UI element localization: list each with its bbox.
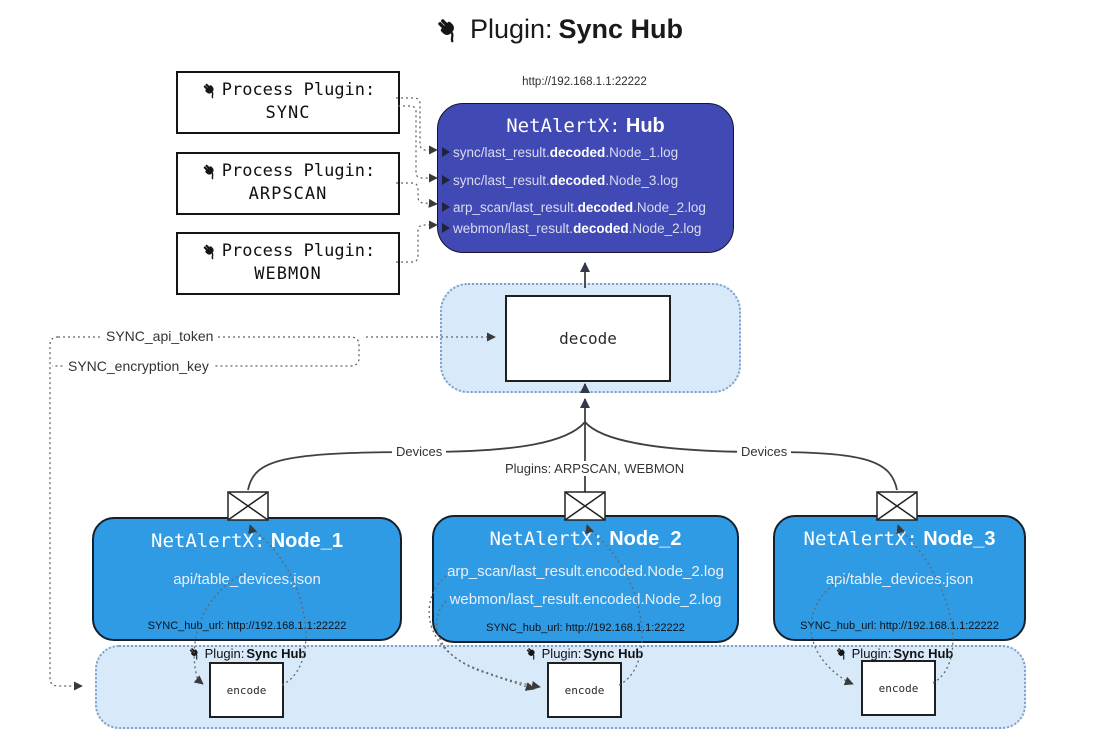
encoder-label-1: Plugin: Sync Hub (188, 646, 307, 661)
page-title: Plugin: Sync Hub (0, 14, 1117, 45)
edge-settings-to-band (49, 336, 83, 691)
plug-icon (188, 646, 203, 661)
plug-icon (201, 81, 220, 100)
plugins-edge-label: Plugins: ARPSCAN, WEBMON (501, 461, 689, 476)
process-plugin-label: Process Plugin: (221, 161, 376, 181)
log-pre: arp_scan/last_result. (453, 199, 578, 215)
log-bold: decoded (573, 220, 629, 236)
encoder-label-2: Plugin: Sync Hub (525, 646, 644, 661)
encoder-label-name: Sync Hub (583, 646, 644, 661)
log-post: .Node_2.log (628, 220, 702, 236)
node-title: NetAlertX: Node_1 (94, 530, 400, 553)
log-post: .Node_1.log (605, 144, 679, 160)
log-post: .Node_3.log (605, 172, 679, 188)
node-hub-url: SYNC_hub_url: http://192.168.1.1:22222 (486, 622, 685, 634)
log-bold: decoded (577, 199, 634, 215)
process-plugin-sync: Process Plugin: SYNC (176, 71, 400, 134)
node-3-box: NetAlertX: Node_3 api/table_devices.json… (773, 515, 1026, 641)
encoder-label-prefix: Plugin: (204, 646, 245, 661)
log-pre: webmon/last_result. (453, 220, 574, 236)
devices-edge-label-right: Devices (737, 444, 792, 459)
node-hub-url: SYNC_hub_url: http://192.168.1.1:22222 (147, 620, 347, 632)
encoder-label-name: Sync Hub (893, 646, 954, 661)
page-title-name: Sync Hub (558, 14, 684, 44)
hub-log-line: arp_scan/last_result.decoded.Node_2.log (442, 198, 706, 216)
edge-webmon-to-log4 (396, 220, 438, 263)
node-file: arp_scan/last_result.encoded.Node_2.log (447, 563, 724, 580)
encode-box-2: encode (547, 662, 622, 718)
log-bold: decoded (549, 144, 606, 160)
plug-icon (201, 242, 220, 261)
sync-encryption-key-label: SYNC_encryption_key (64, 358, 213, 374)
log-bold: decoded (549, 172, 606, 188)
plug-icon (835, 646, 850, 661)
hub-log-line: sync/last_result.decoded.Node_3.log (442, 171, 678, 189)
plug-icon (201, 162, 220, 181)
node-hub-url: SYNC_hub_url: http://192.168.1.1:22222 (800, 620, 999, 632)
node-2-box: NetAlertX: Node_2 arp_scan/last_result.e… (432, 515, 739, 643)
decode-box: decode (505, 295, 671, 382)
plug-icon (525, 646, 540, 661)
encode-box-3: encode (861, 660, 936, 716)
hub-title-name: Hub (625, 115, 665, 137)
log-post: .Node_2.log (633, 199, 706, 215)
edge-sync-to-log1 (396, 97, 438, 155)
encode-box-1: encode (209, 662, 284, 718)
edge-arpscan-to-log3 (396, 182, 438, 208)
envelope-icon-node1 (227, 491, 269, 521)
devices-edge-label-left: Devices (392, 444, 447, 459)
log-pre: sync/last_result. (453, 172, 550, 188)
node-file: api/table_devices.json (825, 571, 974, 588)
hub-log-line: sync/last_result.decoded.Node_1.log (442, 143, 678, 161)
hub-title-prefix: NetAlertX: (506, 115, 621, 137)
node-file: webmon/last_result.encoded.Node_2.log (449, 591, 722, 608)
process-plugin-name: SYNC (265, 103, 311, 123)
encoder-label-prefix: Plugin: (541, 646, 582, 661)
hub-log-line: webmon/last_result.decoded.Node_2.log (442, 219, 701, 237)
process-plugin-name: ARPSCAN (248, 184, 328, 204)
node-title-prefix: NetAlertX: (803, 528, 918, 550)
plug-icon (434, 15, 464, 45)
hub-url: http://192.168.1.1:22222 (522, 76, 647, 88)
encoder-label-name: Sync Hub (246, 646, 307, 661)
hub-title: NetAlertX: Hub (438, 115, 733, 138)
sync-api-token-label: SYNC_api_token (102, 328, 218, 344)
log-pre: sync/last_result. (453, 144, 550, 160)
node-title-name: Node_2 (609, 528, 682, 550)
node-title: NetAlertX: Node_2 (434, 528, 737, 551)
node-title-name: Node_1 (270, 530, 343, 552)
process-plugin-name: WEBMON (254, 264, 322, 284)
process-plugin-label: Process Plugin: (221, 241, 376, 261)
process-plugin-label: Process Plugin: (221, 80, 376, 100)
node-title-name: Node_3 (923, 528, 996, 550)
node-file: api/table_devices.json (173, 571, 321, 588)
encoder-label-prefix: Plugin: (851, 646, 892, 661)
edge-sync-to-log2 (398, 105, 438, 183)
page-title-prefix: Plugin: (469, 14, 553, 44)
process-plugin-webmon: Process Plugin: WEBMON (176, 232, 400, 295)
encoder-label-3: Plugin: Sync Hub (835, 646, 954, 661)
node-title-prefix: NetAlertX: (151, 530, 266, 552)
process-plugin-arpscan: Process Plugin: ARPSCAN (176, 152, 400, 215)
hub-box: NetAlertX: Hub sync/last_result.decoded.… (437, 103, 734, 253)
node-1-box: NetAlertX: Node_1 api/table_devices.json… (92, 517, 402, 641)
node-title: NetAlertX: Node_3 (775, 528, 1024, 551)
node-title-prefix: NetAlertX: (489, 528, 604, 550)
